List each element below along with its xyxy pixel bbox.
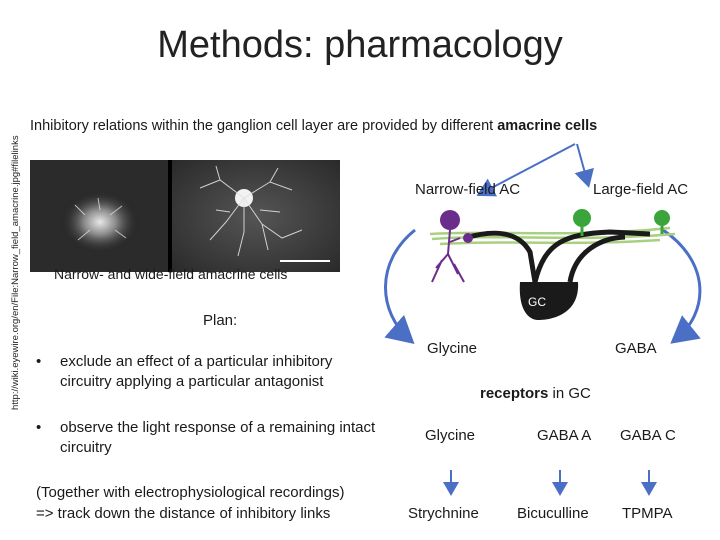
intro-text: Inhibitory relations within the ganglion… [30, 118, 597, 134]
intro-prefix: Inhibitory relations within the ganglion… [30, 118, 498, 134]
large-ac-soma-left [573, 209, 591, 227]
bullet-1-marker: • [36, 353, 42, 370]
antagonist-bicuculline: Bicuculline [517, 505, 589, 522]
narrow-ac-soma [440, 210, 460, 230]
curved-arrow-right [662, 228, 702, 344]
gc-soma [519, 282, 579, 320]
bullet-1-line1: exclude an effect of a particular inhibi… [60, 353, 333, 370]
bullet-2-line1: observe the light response of a remainin… [60, 419, 376, 436]
receptor-glycine: Glycine [425, 427, 476, 444]
bullet-1-line2: circuitry applying a particular antagoni… [60, 373, 324, 390]
antagonist-tpmpa: TPMPA [622, 505, 673, 522]
gc-label: GC [528, 295, 546, 309]
source-url: http://wiki.eyewire.org/en/File:Narrow_f… [2, 110, 21, 410]
plan-label: Plan: [203, 312, 238, 329]
intro-bold: amacrine cells [497, 118, 598, 134]
gc-dendrites [464, 229, 651, 283]
pointer-arrow-large [574, 143, 594, 188]
receptors-bold: receptors [480, 385, 549, 402]
pointer-arrow-narrow [476, 143, 576, 197]
amacrine-micrograph [30, 160, 340, 272]
antagonist-arrows [443, 470, 657, 496]
receptor-gaba-a: GABA A [537, 427, 592, 444]
slide-title: Methods: pharmacology [157, 24, 563, 66]
antagonist-strychnine: Strychnine [408, 505, 479, 522]
narrow-ac-dendrites [431, 229, 473, 283]
note-line-1: (Together with electrophysiological reco… [36, 484, 345, 501]
micrograph-svg [30, 160, 340, 272]
bullet-2-line2: circuitry [60, 439, 112, 456]
curved-arrow-left [384, 228, 416, 344]
large-field-label: Large-field AC [593, 181, 689, 198]
narrow-cell-glow [60, 190, 140, 254]
wide-cell-dendrites [199, 165, 303, 257]
transmitter-glycine: Glycine [427, 340, 478, 357]
receptor-gaba-c: GABA C [620, 427, 676, 444]
note-line-2: => track down the distance of inhibitory… [36, 505, 331, 522]
source-url-text: http://wiki.eyewire.org/en/File:Narrow_f… [10, 135, 21, 410]
narrow-field-label: Narrow-field AC [415, 181, 521, 198]
receptors-rest: in GC [548, 385, 591, 402]
receptors-heading: receptors in GC [480, 385, 591, 402]
transmitter-gaba: GABA [615, 340, 657, 357]
large-ac-soma-right [654, 210, 670, 226]
image-caption: Narrow- and wide-field amacrine cells [54, 266, 288, 282]
bullet-2-marker: • [36, 419, 42, 436]
amacrine-circuit-diagram [384, 143, 702, 344]
